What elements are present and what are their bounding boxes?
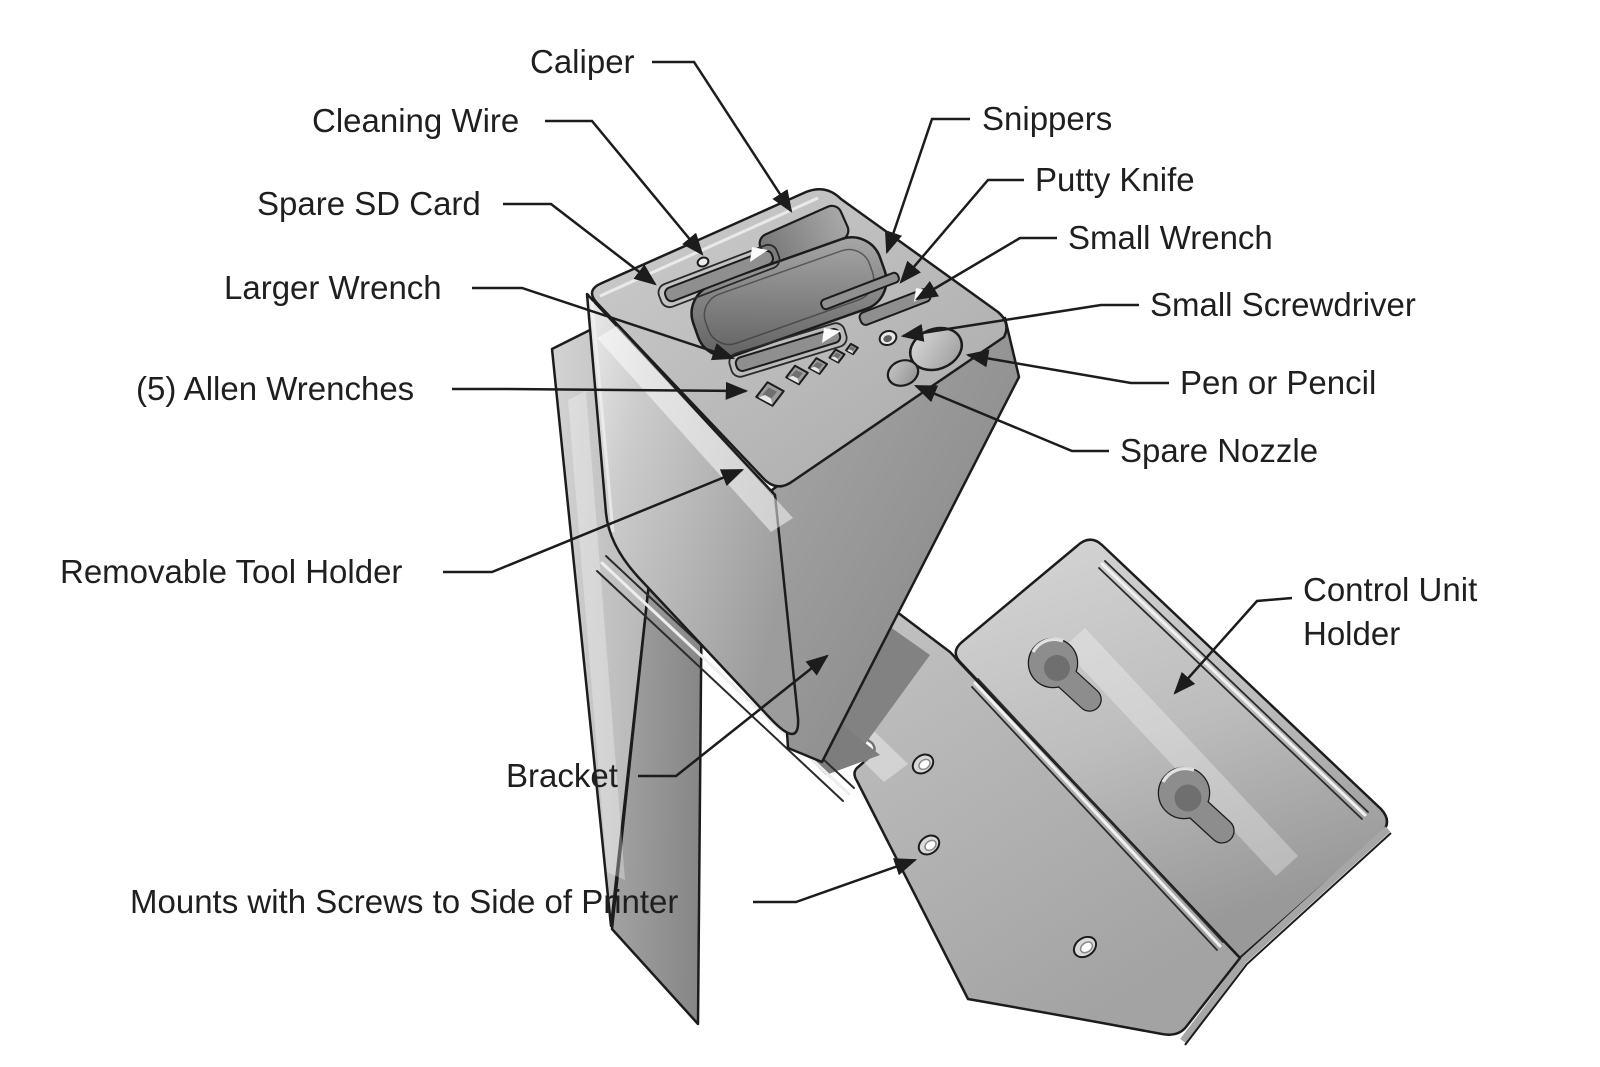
label-caliper: Caliper [530,43,635,80]
sd-slot-highlight [750,247,768,262]
plate-rail-top [1098,560,1369,820]
putty-knife-slot [820,271,900,311]
label-spare-sd-card: Spare SD Card [257,185,481,222]
screw-hole-2 [917,834,941,856]
cleaning-wire-hole [696,256,710,268]
post-highlight [568,391,625,880]
label-cleaning-wire: Cleaning Wire [312,102,520,139]
label-snippers: Snippers [982,100,1113,137]
larger-wrench-slot [734,328,842,372]
label-small-wrench: Small Wrench [1068,219,1273,256]
leader-bracket [638,654,829,778]
leader-cleaning-wire [545,119,704,256]
keyhole-slot-lower [1157,766,1235,844]
leader-pen-or-pencil [965,349,1169,385]
leader-control-unit-holder [1173,596,1293,695]
label-small-screwdriver: Small Screwdriver [1150,286,1416,323]
screw-hole-3 [1072,935,1098,959]
label-mounts: Mounts with Screws to Side of Printer [130,883,679,920]
label-spare-nozzle: Spare Nozzle [1120,432,1319,469]
label-removable-tool-holder: Removable Tool Holder [60,553,403,590]
leader-caliper [652,60,793,213]
label-allen-wrenches: (5) Allen Wrenches [136,370,415,407]
leader-snippers [884,117,970,255]
leader-removable-tool-holder [443,468,745,574]
plate-rail-bottom [971,678,1224,951]
label-larger-wrench: Larger Wrench [224,269,442,306]
larger-wrench-highlight [822,328,841,343]
allen-wrench-holes [755,342,859,407]
leader-small-screwdriver [900,303,1139,342]
sd-card-slot [664,249,774,303]
plate-highlight [1063,628,1298,876]
snippers-pocket-rim [703,248,875,346]
keyhole-slot-upper [1027,637,1102,712]
plate-thickness-edge [1180,826,1391,1044]
leader-lines [443,60,1293,904]
holder-edge-highlight-left [590,301,615,533]
leader-spare-nozzle [913,384,1109,453]
plate-thickness-outline [1184,832,1392,1046]
label-control-unit-holder: Control Unit Holder [1303,571,1478,652]
screw-hole-1 [911,753,935,775]
label-pen-or-pencil: Pen or Pencil [1180,364,1377,401]
label-putty-knife: Putty Knife [1035,161,1195,198]
leader-putty-knife [899,178,1024,284]
larger-wrench-slot-chamfer [728,322,848,378]
leader-allen-wrenches [452,381,749,400]
snippers-pocket [690,236,888,358]
holder-front-face [585,292,800,736]
spare-nozzle-hole [886,359,920,387]
small-screwdriver-hole [878,329,898,347]
leader-mounts [753,858,918,904]
sd-card-slot-chamfer [657,243,781,309]
leader-small-wrench [915,236,1057,301]
label-bracket: Bracket [506,757,618,794]
leader-larger-wrench [472,286,736,361]
leader-spare-sd-card [503,202,657,286]
